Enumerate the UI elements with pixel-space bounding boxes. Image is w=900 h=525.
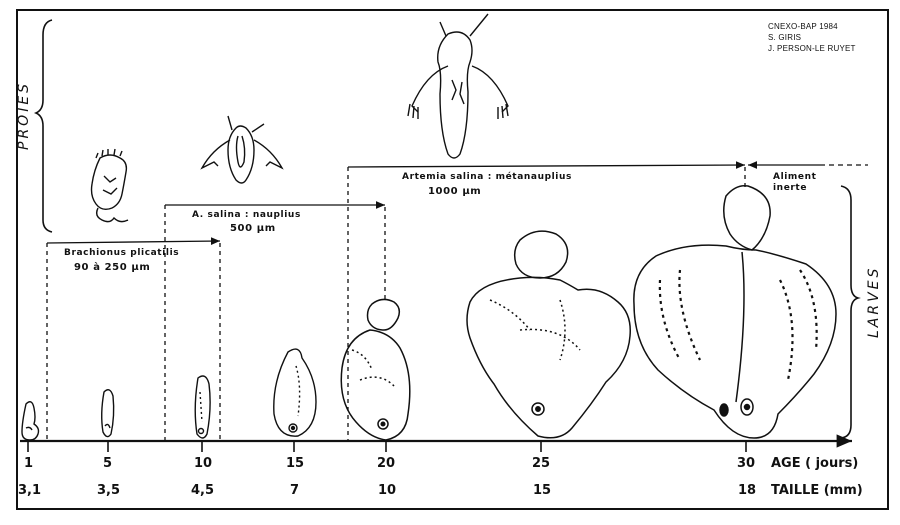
larvae-brace — [840, 185, 861, 439]
age-tick-5: 5 — [103, 456, 113, 471]
age-axis — [20, 434, 852, 452]
age-tick-10: 10 — [194, 456, 213, 471]
larva-day5 — [101, 389, 115, 438]
size-tick-1: 3,1 — [18, 483, 42, 498]
metanauplius-name: Artemia salina : métanauplius — [402, 172, 572, 182]
prey-brace — [33, 19, 53, 233]
age-tick-1: 1 — [24, 456, 34, 471]
credit-line-1: CNEXO-BAP 1984 — [768, 22, 838, 31]
nauplius-size: 500 µm — [230, 223, 276, 234]
metanauplius-illustration — [407, 13, 509, 159]
metanauplius-size: 1000 µm — [428, 186, 482, 197]
prey-side-label: PROIES — [16, 80, 32, 150]
age-tick-15: 15 — [286, 456, 305, 471]
brachionus-range — [46, 237, 221, 441]
size-tick-30: 18 — [738, 483, 757, 498]
credit-line-3: J. PERSON-LE RUYET — [768, 44, 856, 53]
larvae-side-label: LARVES — [866, 265, 882, 338]
brachionus-name: Brachionus plicatilis — [64, 248, 180, 258]
inert-feed-line-1: Aliment — [773, 172, 817, 182]
larva-day1 — [21, 401, 40, 441]
age-axis-label: AGE ( jours) — [771, 456, 859, 471]
larva-day15 — [273, 348, 317, 437]
metanauplius-range — [347, 161, 746, 441]
nauplius-range — [164, 201, 386, 441]
inert-feed-line-2: inerte — [773, 183, 808, 193]
brachionus-illustration — [90, 148, 129, 223]
size-axis-label: TAILLE (mm) — [771, 483, 863, 498]
larva-day30 — [633, 184, 837, 439]
size-tick-25: 15 — [533, 483, 552, 498]
age-tick-30: 30 — [737, 456, 756, 471]
brachionus-size: 90 à 250 µm — [74, 262, 151, 273]
size-tick-20: 10 — [378, 483, 397, 498]
larva-day20 — [340, 298, 411, 441]
diagram-frame — [16, 9, 889, 510]
age-tick-20: 20 — [377, 456, 396, 471]
larva-day10 — [194, 375, 211, 439]
larva-day25 — [466, 230, 631, 439]
nauplius-illustration — [200, 115, 284, 184]
size-tick-5: 3,5 — [97, 483, 121, 498]
size-tick-10: 4,5 — [191, 483, 215, 498]
age-tick-25: 25 — [532, 456, 551, 471]
size-tick-15: 7 — [290, 483, 300, 498]
nauplius-name: A. salina : nauplius — [192, 210, 301, 220]
credit-line-2: S. GIRIS — [768, 33, 802, 42]
